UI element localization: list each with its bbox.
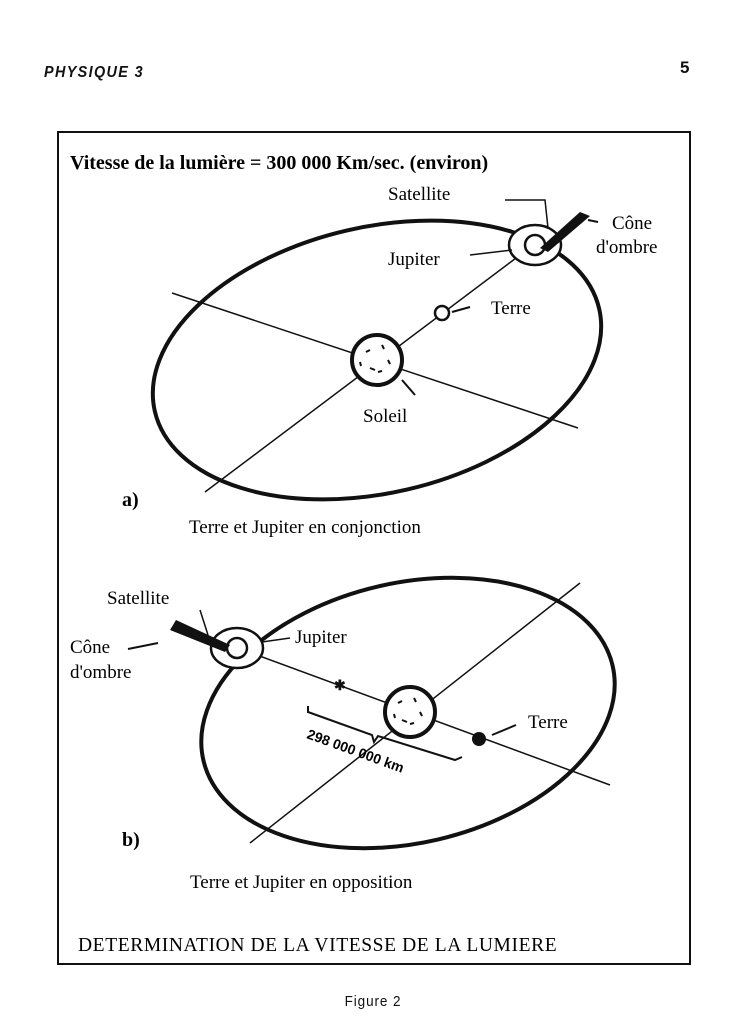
cone-pointer-a bbox=[587, 219, 599, 223]
label-soleil-a: Soleil bbox=[363, 406, 407, 427]
midpoint-mark-b: ✱ bbox=[334, 679, 346, 694]
label-cone-a-line1: Cône bbox=[612, 213, 652, 234]
panel-a-caption: Terre et Jupiter en conjonction bbox=[189, 517, 421, 538]
satellite-pointer-a bbox=[505, 199, 549, 229]
cone-pointer-b bbox=[127, 642, 159, 650]
panel-a-letter: a) bbox=[122, 489, 139, 511]
label-cone-b-line2: d'ombre bbox=[70, 662, 131, 683]
jupiter-pointer-a bbox=[469, 249, 513, 256]
label-terre-a: Terre bbox=[491, 298, 531, 319]
earth-a bbox=[433, 304, 451, 322]
label-terre-b: Terre bbox=[528, 712, 568, 733]
earth-b bbox=[472, 732, 486, 746]
panel-a: Satellite Cône d'ombre Jupiter Terre Sol… bbox=[122, 184, 657, 538]
panel-b-caption: Terre et Jupiter en opposition bbox=[190, 872, 413, 893]
shadow-cone-b bbox=[170, 620, 230, 652]
jupiter-orbit-a bbox=[150, 218, 604, 502]
speed-of-light-note: Vitesse de la lumière = 300 000 Km/sec. … bbox=[70, 152, 488, 174]
satellite-pointer-b bbox=[199, 609, 209, 636]
distance-bracket-b bbox=[307, 706, 463, 762]
soleil-pointer-a bbox=[401, 379, 416, 396]
label-jupiter-b: Jupiter bbox=[295, 627, 347, 648]
label-jupiter-a: Jupiter bbox=[388, 249, 440, 270]
panel-b: ✱ 298 000 000 km Satellite Cône d'ombre … bbox=[70, 575, 617, 893]
shadow-cone-a bbox=[540, 212, 590, 252]
sun-a bbox=[350, 333, 404, 387]
panel-b-letter: b) bbox=[122, 829, 140, 851]
terre-pointer-a bbox=[451, 306, 471, 313]
jupiter-orbit-b bbox=[199, 575, 617, 851]
figure-title: DETERMINATION DE LA VITESSE DE LA LUMIER… bbox=[78, 935, 557, 956]
distance-label-b: 298 000 000 km bbox=[305, 726, 406, 776]
jupiter-pointer-b bbox=[261, 637, 291, 643]
figure-caption: Figure 2 bbox=[344, 993, 402, 1010]
running-header: PHYSIQUE 3 bbox=[44, 64, 144, 81]
jupiter-a bbox=[507, 223, 563, 267]
label-cone-a-line2: d'ombre bbox=[596, 237, 657, 258]
label-satellite-b: Satellite bbox=[107, 588, 169, 609]
label-cone-b-line1: Cône bbox=[70, 637, 110, 658]
page-number: 5 bbox=[680, 58, 690, 77]
sun-b bbox=[383, 685, 437, 739]
terre-pointer-b bbox=[491, 724, 517, 736]
figure-frame bbox=[57, 131, 691, 965]
label-satellite-a: Satellite bbox=[388, 184, 450, 205]
